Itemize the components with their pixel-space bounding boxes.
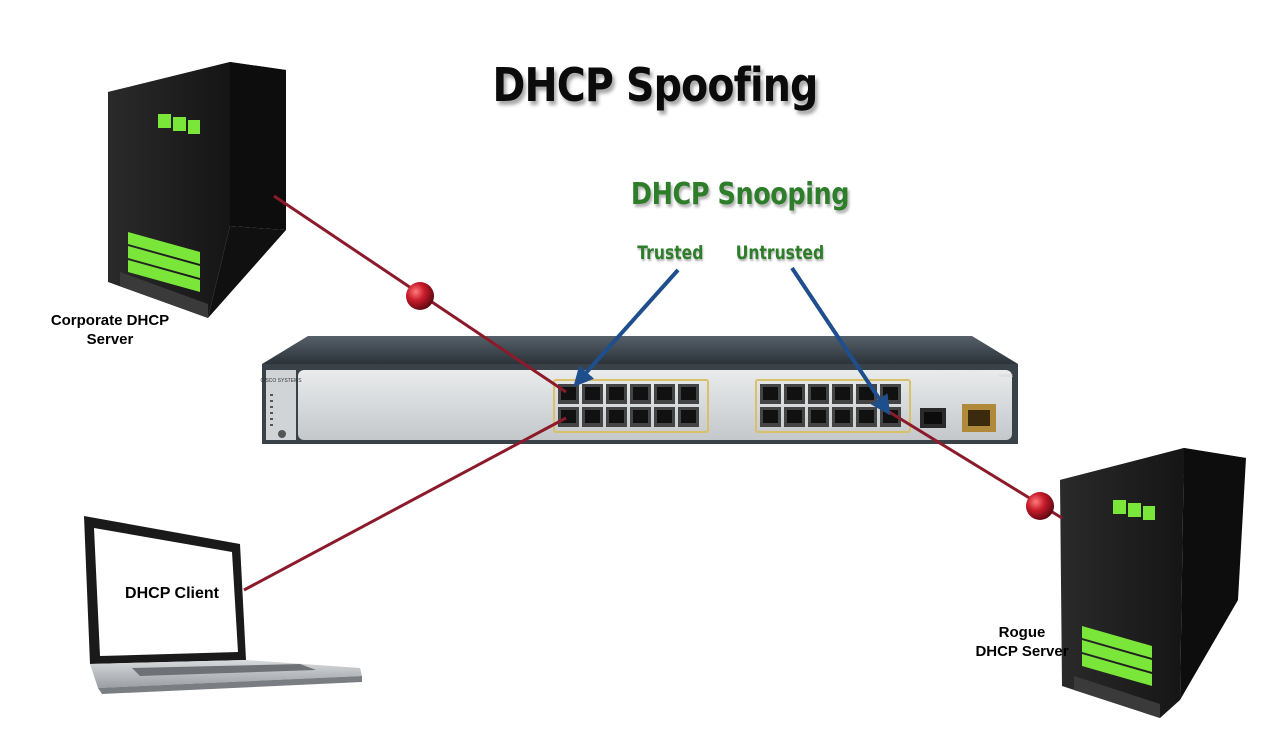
port-bank-right: [755, 379, 911, 433]
right-bank-port-socket: [835, 387, 850, 400]
right-bank-port-socket: [811, 387, 826, 400]
switch-brand-label: CISCO SYSTEMS: [260, 378, 302, 384]
trusted-traffic-ball: [406, 282, 434, 310]
right-bank-port-socket: [859, 387, 874, 400]
untrusted-arrow: [790, 266, 891, 416]
right-bank-port-socket: [883, 387, 898, 400]
trusted-port-label: Trusted: [637, 242, 704, 264]
switch-series-label: SERIES: [999, 373, 1014, 378]
corporate-server-label: Corporate DHCP Server: [30, 312, 190, 350]
status-leds: [270, 394, 273, 426]
trusted-arrow: [573, 268, 680, 387]
rogue-traffic-ball: [1026, 492, 1054, 520]
rogue-server-label: Rogue DHCP Server: [950, 624, 1094, 662]
corporate-dhcp-server-icon: [108, 62, 286, 318]
link-client-to-switch: [243, 416, 567, 592]
right-bank-port-socket: [787, 410, 802, 423]
right-bank-port-socket: [811, 410, 826, 423]
switch-model-label: Catalyst 3750: [935, 369, 986, 379]
right-bank-port-socket: [835, 410, 850, 423]
left-bank-port-socket: [681, 387, 696, 400]
dhcp-snooping-label: DHCP Snooping: [630, 177, 850, 212]
right-bank-port-socket: [787, 387, 802, 400]
left-bank-port-socket: [681, 410, 696, 423]
dhcp-client-label: DHCP Client: [125, 585, 219, 602]
dhcp-client-laptop-icon: [84, 516, 362, 694]
rogue-server-label-line2: DHCP Server: [975, 642, 1069, 660]
diagram-title: DHCP Spoofing: [492, 58, 819, 112]
left-bank-port-socket: [585, 387, 600, 400]
mode-button: [278, 430, 286, 438]
corporate-server-label-line2: Server: [86, 330, 134, 348]
left-bank-port-socket: [633, 410, 648, 423]
rogue-dhcp-server-icon: [1060, 448, 1246, 718]
left-bank-port-socket: [609, 410, 624, 423]
left-bank-port-socket: [657, 387, 672, 400]
right-bank-port-socket: [859, 410, 874, 423]
left-bank-port-socket: [585, 410, 600, 423]
catalyst-switch: CISCO SYSTEMS Catalyst 3750 SERIES: [260, 336, 1018, 444]
right-bank-port-socket: [763, 387, 778, 400]
corporate-server-label-line1: Corporate DHCP: [50, 312, 170, 329]
rogue-server-label-line1: Rogue: [998, 624, 1046, 641]
untrusted-port-label: Untrusted: [735, 242, 825, 264]
left-bank-port-socket: [657, 410, 672, 423]
right-bank-port-socket: [763, 410, 778, 423]
left-bank-port-socket: [609, 387, 624, 400]
left-bank-port-socket: [633, 387, 648, 400]
